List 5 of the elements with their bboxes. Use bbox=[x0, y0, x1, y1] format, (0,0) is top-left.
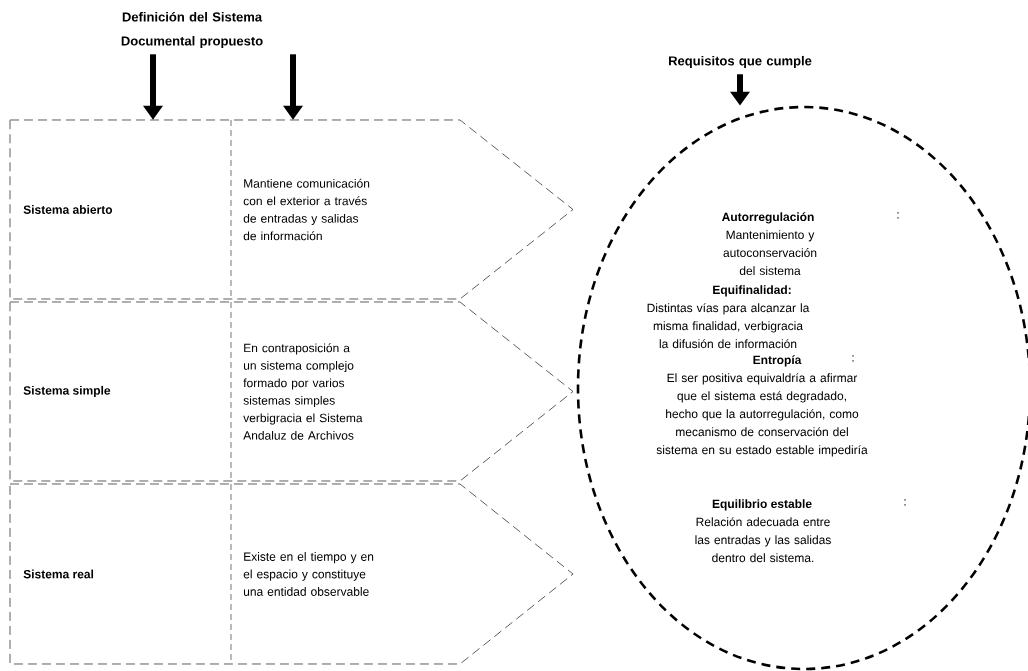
arrow-box: Sistema real Existe en el tiempo y en el espacio y constituye una entidad observable bbox=[9, 483, 574, 665]
arrow-box: Sistema simple En contraposición a un sistema complejo formado por varios sistemas simples verbigracia el Sistema Andaluz de Archivos bbox=[9, 301, 574, 482]
heading: Definición del Sistema Documental propuesto bbox=[121, 11, 263, 49]
heading: Requisitos que cumple bbox=[669, 55, 812, 69]
arrow-box: Sistema abierto Mantiene comunicación con el exterior a través de entradas y salidas de información bbox=[9, 119, 574, 300]
